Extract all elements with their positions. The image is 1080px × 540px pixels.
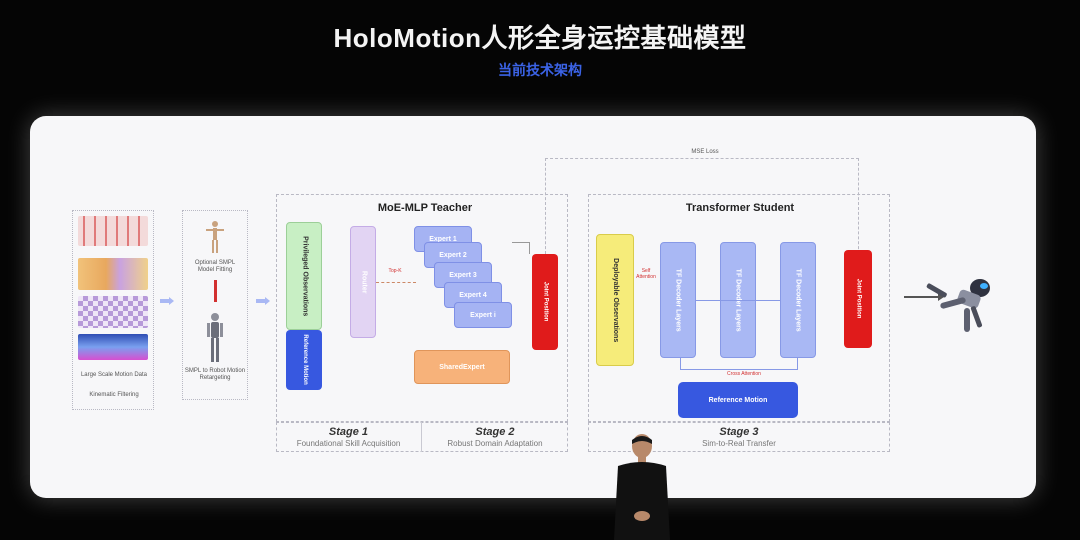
cross-attention-label: Cross Attention	[727, 371, 761, 377]
cross-attention-line	[680, 358, 798, 370]
projection-screen: Large Scale Motion Data Kinematic Filter…	[30, 116, 1036, 498]
motion-strip-red	[78, 216, 148, 246]
shared-expert-box: SharedExpert	[414, 350, 510, 384]
stage-3-label: Stage 3 Sim-to-Real Transfer	[702, 426, 776, 448]
student-reference-motion-box: Reference Motion	[678, 382, 798, 418]
decoder-connector	[696, 300, 780, 301]
smpl-fit-label: Optional SMPL Model Fitting	[194, 260, 236, 274]
arrow-right-icon	[904, 288, 944, 301]
topk-label: Top-K	[388, 268, 402, 274]
motion-checker-grid	[78, 296, 148, 328]
expert-card: Expert i	[454, 302, 512, 328]
router-connector	[376, 282, 416, 283]
student-panel	[588, 194, 890, 422]
arrow-right-icon	[160, 292, 174, 305]
dataset-label: Large Scale Motion Data	[80, 372, 148, 378]
motion-timeline	[78, 334, 148, 360]
mse-loss-label: MSE Loss	[670, 149, 740, 157]
stage-bar	[276, 422, 568, 452]
privileged-observations-box: Privileged Observations	[286, 222, 322, 330]
experts-connector	[512, 242, 530, 254]
smpl-figure-icon	[206, 221, 224, 253]
stage-3-bar	[588, 422, 890, 452]
decoder-layer-box: TF Decoder Layers	[660, 242, 696, 358]
stage-2-label: Stage 2 Robust Domain Adaptation	[447, 426, 543, 448]
router-box: Router	[350, 226, 376, 338]
stage-1-label: Stage 1 Foundational Skill Acquisition	[296, 426, 401, 448]
student-title: Transformer Student	[685, 202, 795, 214]
retarget-connector	[214, 280, 217, 302]
slide-subtitle: 当前技术架构	[498, 62, 582, 78]
stage-divider	[421, 422, 422, 452]
retarget-label: SMPL to Robot Motion Retargeting	[184, 368, 246, 382]
slide-title: HoloMotion人形全身运控基础模型	[333, 23, 747, 53]
presenter-figure	[614, 434, 670, 540]
motion-data-panel	[72, 210, 154, 410]
mse-loss-line	[545, 158, 859, 254]
robot-figure-icon	[207, 313, 223, 362]
deployable-observations-box: Deployable Observations	[596, 234, 634, 366]
arrow-right-icon	[256, 292, 270, 305]
decoder-layer-box: TF Decoder Layers	[780, 242, 816, 358]
filter-label: Kinematic Filtering	[89, 392, 139, 398]
self-attention-label: Self Attention	[636, 268, 656, 280]
motion-image-scene	[78, 258, 148, 290]
teacher-title: MoE-MLP Teacher	[377, 202, 473, 214]
teacher-panel	[276, 194, 568, 422]
student-joint-position-box: Joint Position	[844, 250, 872, 348]
teacher-joint-position-box: Joint Position	[532, 254, 558, 350]
retarget-panel	[182, 210, 248, 400]
humanoid-robot-icon	[926, 279, 990, 332]
teacher-reference-motion-box: Reference Motion	[286, 330, 322, 390]
